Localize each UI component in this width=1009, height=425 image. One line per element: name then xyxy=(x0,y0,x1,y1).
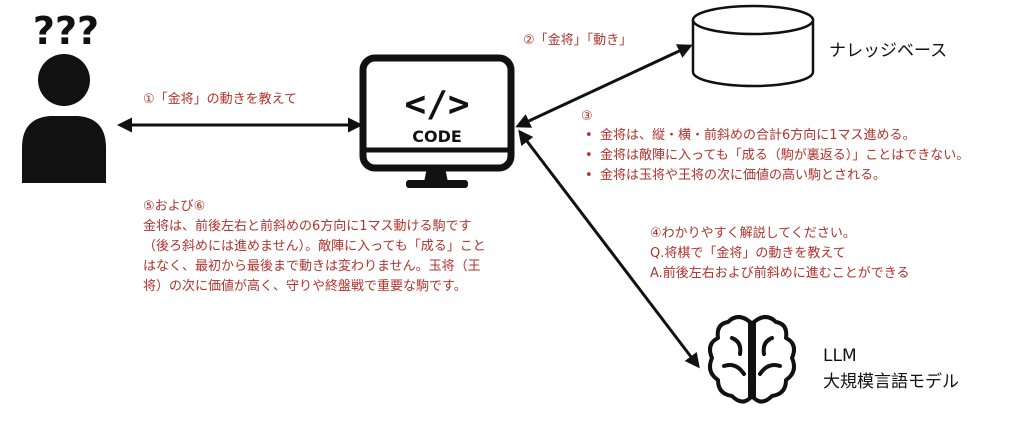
arrow-code-llm xyxy=(518,129,700,369)
user-question-icon: ??? xyxy=(22,9,106,183)
monitor-code-icon: </> CODE xyxy=(359,54,515,188)
step5-line: ⑤および⑥ xyxy=(143,199,206,214)
brain-icon xyxy=(708,315,796,404)
llm-subtitle: 大規模言語モデル xyxy=(823,372,959,392)
code-caption: CODE xyxy=(412,127,462,146)
knowledge-base-label: ナレッジベース xyxy=(829,41,948,61)
step4-line: ④わかりやすく解説してください。 xyxy=(650,226,856,241)
step3-label: ③ xyxy=(581,109,593,124)
question-marks: ??? xyxy=(33,9,99,53)
step5-line: （後ろ斜めには進めません）。敵陣に入っても「成る」こと xyxy=(143,239,486,254)
step5-line: はなく、最初から最後まで動きは変わりません。玉将（王 xyxy=(143,259,481,274)
step3-item: 金将は敵陣に入っても「成る（駒が裏返る）」ことはできない。 xyxy=(578,146,969,166)
step3-list: 金将は、縦・横・前斜めの合計6方向に1マス進める。 金将は敵陣に入っても「成る（… xyxy=(578,126,969,186)
step3-item: 金将は、縦・横・前斜めの合計6方向に1マス進める。 xyxy=(578,126,969,146)
arrow-code-knowledge xyxy=(515,44,693,128)
step4-line: Q.将棋で「金将」の動きを教えて xyxy=(650,246,846,261)
step5-line: 金将は、前後左右と前斜めの6方向に1マス動ける駒です xyxy=(143,219,472,234)
code-symbol: </> xyxy=(404,84,469,125)
step5-line: 将）の次に価値が高く、守りや終盤戦で重要な駒です。 xyxy=(143,279,467,294)
step2-label: ②「金将」「動き」 xyxy=(523,33,633,48)
step4-line: A.前後左右および前斜めに進むことができる xyxy=(650,266,910,281)
step3-item: 金将は玉将や王将の次に価値の高い駒とされる。 xyxy=(578,166,969,186)
step4-text: ④わかりやすく解説してください。 Q.将棋で「金将」の動きを教えて A.前後左右… xyxy=(650,224,910,284)
database-cylinder-icon xyxy=(691,4,815,88)
step1-label: ①「金将」の動きを教えて xyxy=(143,92,298,107)
llm-title: LLM xyxy=(823,346,857,366)
step5-text: ⑤および⑥ 金将は、前後左右と前斜めの6方向に1マス動ける駒です （後ろ斜めには… xyxy=(143,197,486,297)
